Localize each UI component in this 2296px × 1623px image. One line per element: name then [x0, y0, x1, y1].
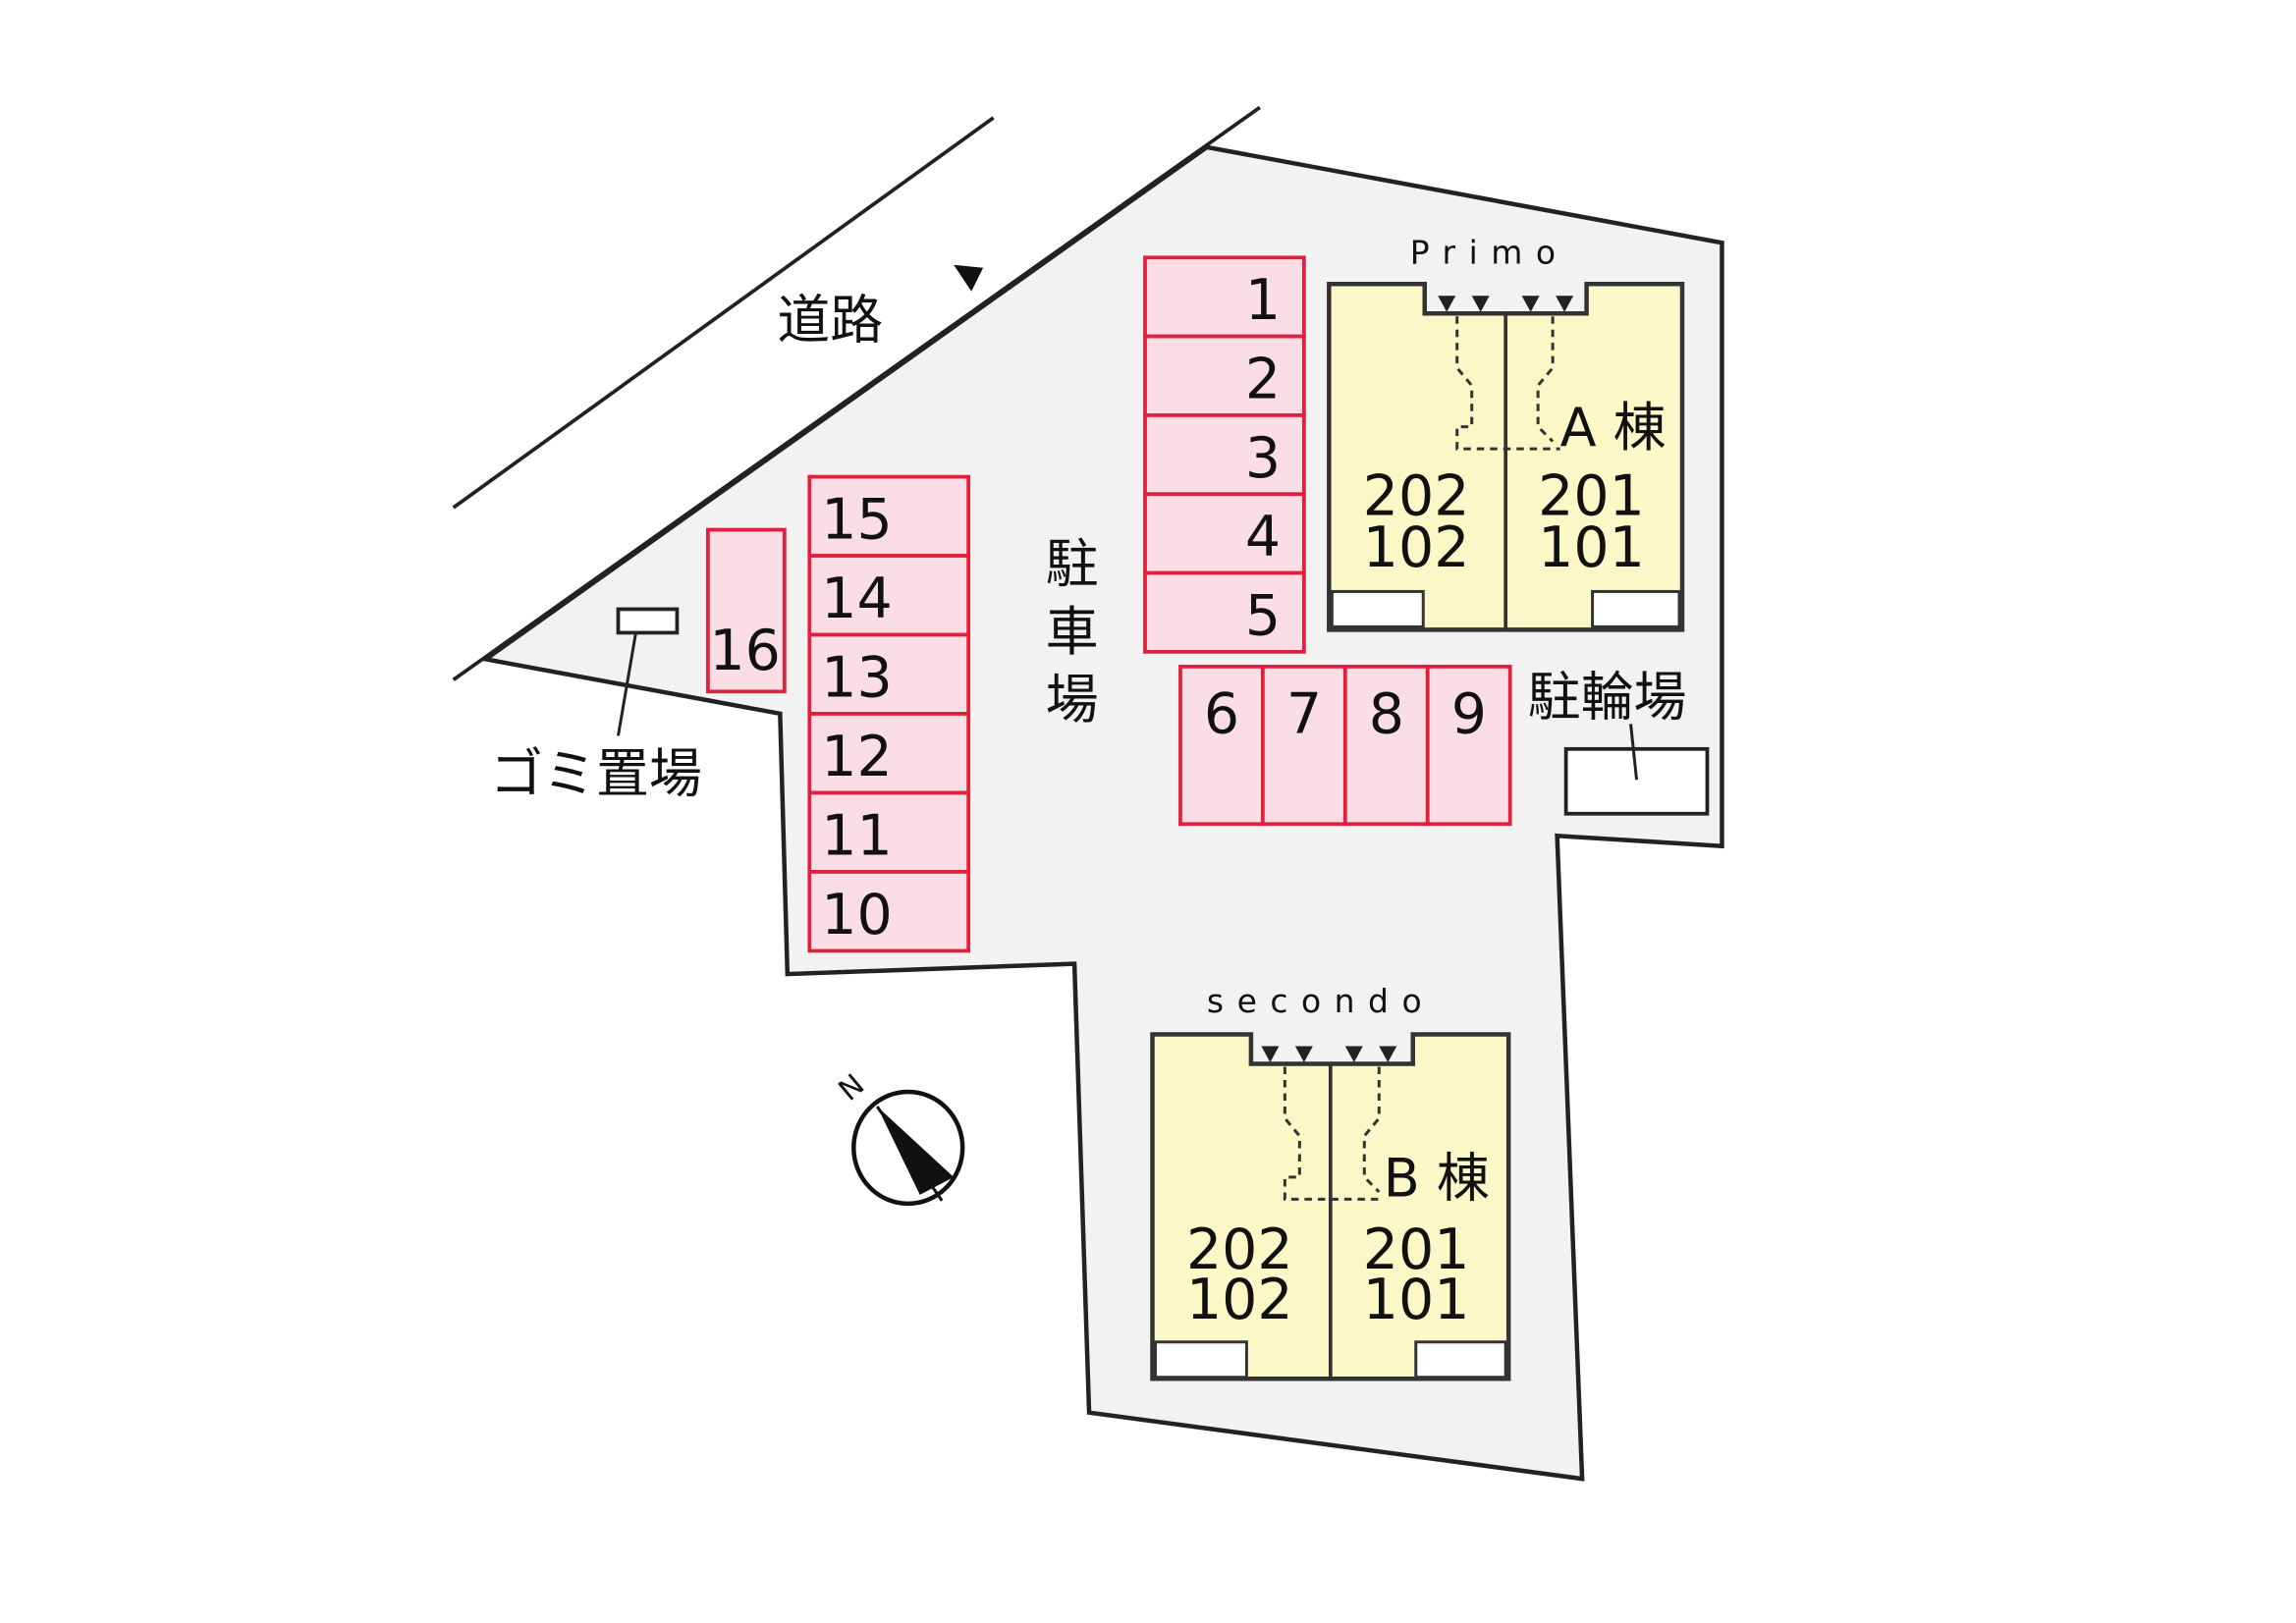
road-edge	[452, 105, 1261, 681]
parking-space-8-label: 8	[1369, 681, 1404, 746]
parking-space-10-label: 10	[821, 883, 892, 947]
bicycle-parking	[1563, 746, 1710, 816]
road-edge	[452, 116, 995, 510]
parking-space-2-label: 2	[1245, 348, 1281, 412]
parking-space-16	[706, 527, 787, 694]
unit-201: 201	[1363, 1217, 1470, 1282]
entry-arrows	[1438, 296, 1574, 312]
unit-201: 201	[1538, 464, 1645, 529]
unit-101: 101	[1538, 515, 1645, 580]
svg-text:N: N	[833, 1067, 872, 1108]
parking-space-14-label: 14	[821, 567, 892, 631]
parking-space-7	[1261, 665, 1347, 827]
parking-space-6	[1178, 665, 1265, 827]
parking-space-9	[1425, 665, 1512, 827]
parking-space-7-label: 7	[1286, 681, 1322, 746]
parking-space-6-label: 6	[1204, 681, 1239, 746]
parking-space-8	[1342, 665, 1430, 827]
parking-space-15	[807, 474, 971, 558]
road-label: 道路	[777, 290, 883, 352]
garbage-label: ゴミ置場	[490, 742, 702, 804]
unit-102: 102	[1363, 515, 1470, 580]
parking-space-12	[807, 712, 971, 795]
unit-202: 202	[1363, 464, 1470, 529]
parking-space-13-label: 13	[821, 645, 892, 710]
parking-space-5	[1143, 570, 1306, 654]
building-a-name: Primo	[1410, 233, 1569, 271]
building-b-name: secondo	[1207, 982, 1435, 1020]
north-arrow-icon: N	[833, 1067, 965, 1207]
garbage-area	[616, 607, 680, 635]
parking-space-9-label: 9	[1451, 681, 1487, 746]
parking-space-4-label: 4	[1245, 505, 1281, 569]
parking-space-11-label: 11	[821, 803, 892, 868]
unit-202: 202	[1186, 1217, 1293, 1282]
parking-space-14	[807, 554, 971, 637]
unit-101: 101	[1363, 1268, 1470, 1332]
entrance-arrow-icon	[954, 264, 984, 292]
building-a-label: A 棟	[1560, 397, 1667, 459]
parking-space-15-label: 15	[821, 488, 892, 553]
building-b-label: B 棟	[1384, 1147, 1490, 1209]
parking-space-16-label: 16	[709, 619, 780, 683]
parking-space-10	[807, 870, 971, 953]
entry-arrows	[1261, 1046, 1397, 1063]
parking-space-3-label: 3	[1245, 426, 1281, 491]
parking-space-1-label: 1	[1245, 268, 1281, 333]
parking-space-12-label: 12	[821, 725, 892, 789]
unit-102: 102	[1186, 1268, 1293, 1332]
parking-label: 駐車場	[1036, 536, 1098, 739]
parking-space-5-label: 5	[1245, 584, 1281, 649]
bicycle-parking-label: 駐輪場	[1528, 666, 1687, 728]
parking-space-3	[1143, 413, 1306, 497]
